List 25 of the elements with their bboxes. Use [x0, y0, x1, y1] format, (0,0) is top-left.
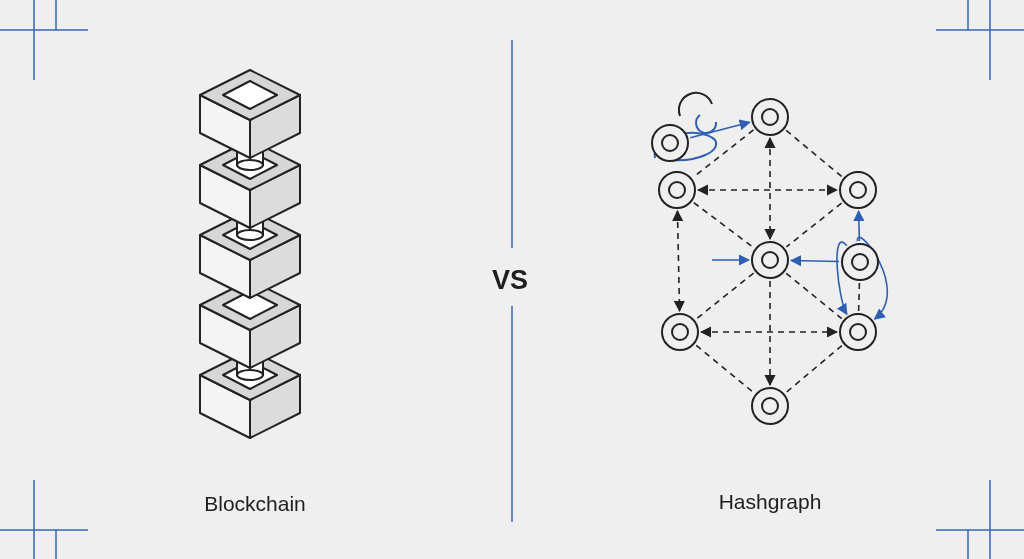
arrow — [699, 326, 839, 338]
caption-label: Hashgraph — [717, 489, 823, 515]
node-ring — [658, 171, 696, 209]
node-ring — [841, 243, 879, 281]
node-ring — [751, 387, 789, 425]
connector-line — [785, 344, 843, 394]
arrow — [689, 119, 751, 139]
node-ring — [751, 98, 789, 136]
arrow — [711, 254, 751, 266]
node-ring — [751, 241, 789, 279]
caption-label: Blockchain — [203, 491, 307, 517]
arrow — [764, 136, 776, 241]
arrow — [789, 255, 840, 267]
node-ring — [839, 313, 877, 351]
arrow — [672, 209, 685, 313]
caption-label: VS — [491, 264, 529, 297]
arrow — [696, 184, 839, 196]
node-ring — [651, 124, 689, 162]
arrow — [836, 241, 848, 316]
arrow — [853, 209, 865, 242]
arrow — [764, 280, 776, 387]
node-ring — [661, 313, 699, 351]
node-ring — [839, 171, 877, 209]
connector-line — [785, 272, 843, 320]
connector-line — [857, 282, 861, 312]
